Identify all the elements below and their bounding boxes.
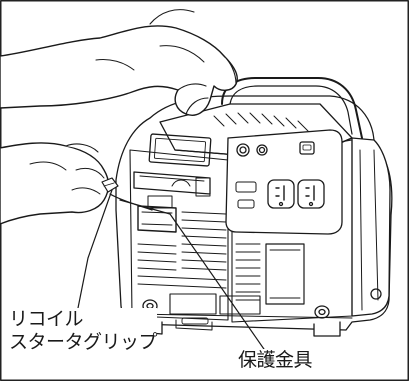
recoil-starter-grip-label: リコイル スタータグリップ [9, 308, 158, 354]
recoil-label-line2: スタータグリップ [9, 331, 158, 353]
ac-outlets [267, 179, 325, 209]
protective-bracket-label: 保護金具 [236, 349, 315, 372]
leader-lines [77, 189, 267, 353]
right-louvers [235, 243, 261, 301]
upper-hand [0, 9, 238, 116]
recoil-label-line1: リコイル [9, 308, 84, 330]
front-louvers [137, 211, 227, 289]
lower-hand [0, 142, 119, 225]
generator-body [115, 77, 393, 337]
